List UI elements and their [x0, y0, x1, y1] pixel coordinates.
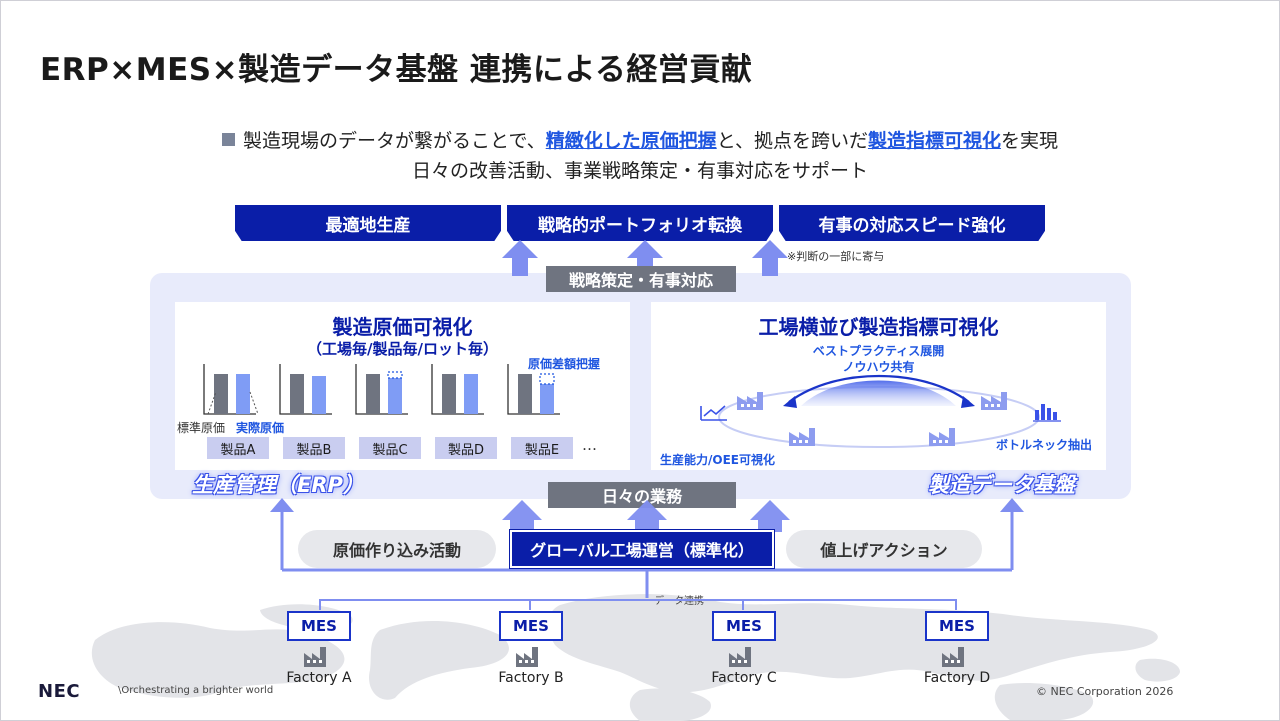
footer-tagline: \Orchestrating a brighter world	[118, 685, 274, 696]
up-arrows-top	[502, 240, 788, 276]
global-factory-operations: グローバル工場運営（標準化）	[510, 530, 774, 568]
subtitle-text: 製造現場のデータが繋がることで、	[243, 130, 546, 152]
subtitle-line-2: 日々の改善活動、事業戦略策定・有事対応をサポート	[411, 160, 868, 182]
nec-logo: NEC	[38, 681, 81, 702]
product-label-d: 製品D	[435, 437, 497, 459]
cost-title: 製造原価可視化	[332, 315, 473, 339]
capacity-label: 生産能力/OEE可視化	[660, 453, 775, 467]
strategy-bar: 戦略策定・有事対応	[546, 266, 736, 292]
highlight-cost: 精緻化した原価把握	[545, 130, 717, 152]
goal-box-optimal-production: 最適地生産	[235, 205, 501, 241]
mes-box-c: MES	[712, 611, 776, 641]
factory-icon	[942, 647, 964, 667]
factory-name-d: Factory D	[923, 670, 991, 686]
price-up-action: 値上げアクション	[786, 530, 982, 568]
erp-label: 生産管理（ERP）	[192, 473, 364, 497]
product-ellipsis: …	[582, 436, 597, 454]
cost-building-activity: 原価作り込み活動	[298, 530, 496, 568]
mes-box-a: MES	[287, 611, 351, 641]
footer-copyright: © NEC Corporation 2026	[1036, 685, 1174, 698]
knowhow-label: ノウハウ共有	[842, 360, 915, 374]
best-practice-label: ベストプラクティス展開	[812, 344, 945, 358]
cost-subtitle: （工場毎/製品毎/ロット毎）	[307, 340, 498, 358]
subtitle-text: と、拠点を跨いだ	[716, 130, 868, 152]
feedback-arrows	[270, 498, 1024, 598]
factory-name-c: Factory C	[711, 670, 777, 686]
factory-icon	[729, 647, 751, 667]
product-label-e: 製品E	[511, 437, 573, 459]
metrics-title: 工場横並び製造指標可視化	[758, 315, 999, 339]
factory-icon	[516, 647, 538, 667]
data-link-label: データ連携	[654, 596, 704, 607]
legend-actual-cost: 実際原価	[236, 421, 285, 435]
daily-operations-bar: 日々の業務	[548, 482, 736, 508]
product-label-b: 製品B	[283, 437, 345, 459]
factory-connectors	[319, 599, 957, 610]
slide-title: ERP×MES×製造データ基盤 連携による経営貢献	[40, 52, 753, 88]
factory-icon	[304, 647, 326, 667]
mes-box-b: MES	[499, 611, 563, 641]
goal-box-emergency: 有事の対応スピード強化	[779, 205, 1045, 241]
goal-box-portfolio: 戦略的ポートフォリオ転換	[507, 205, 773, 241]
cost-diff-label: 原価差額把握	[528, 357, 601, 371]
factory-name-b: Factory B	[498, 670, 564, 686]
subtitle-text: を実現	[1000, 130, 1058, 152]
square-bullet-icon	[222, 133, 236, 146]
data-platform-label: 製造データ基盤	[928, 473, 1075, 497]
factory-name-a: Factory A	[286, 670, 352, 686]
product-label-c: 製品C	[359, 437, 421, 459]
subtitle-line-1: 製造現場のデータが繋がることで、精緻化した原価把握と、拠点を跨いだ製造指標可視化…	[0, 126, 1280, 153]
world-map-graphic	[91, 594, 1180, 721]
bottleneck-label: ボトルネック抽出	[996, 438, 1093, 452]
mes-box-d: MES	[925, 611, 989, 641]
product-label-a: 製品A	[207, 437, 269, 459]
footnote: ※判断の一部に寄与	[787, 250, 885, 263]
highlight-metrics: 製造指標可視化	[867, 130, 1001, 152]
legend-standard-cost: 標準原価	[177, 421, 226, 435]
cost-mini-bars	[203, 364, 560, 415]
factory-network-graphic	[700, 374, 1061, 448]
